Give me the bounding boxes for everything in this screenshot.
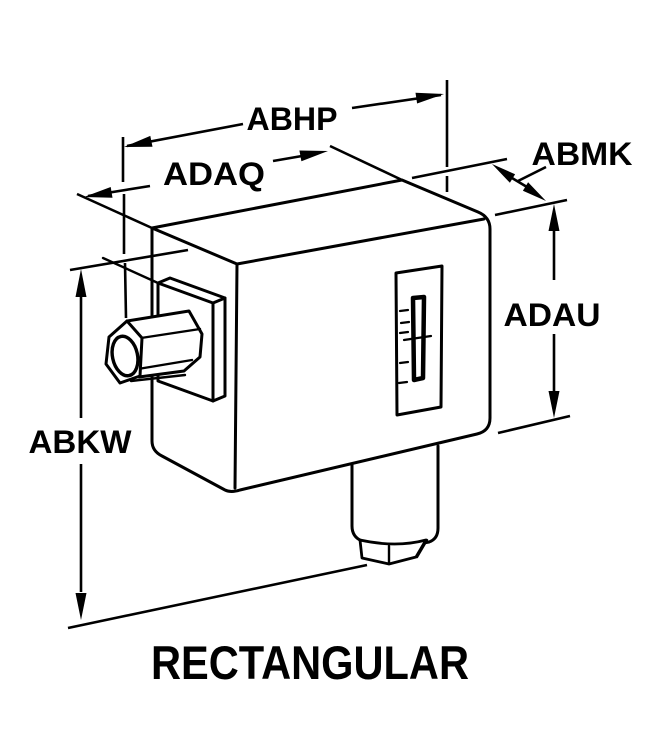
abkw-bottom-extension-line (67, 563, 368, 630)
hex-fitting (104, 309, 204, 385)
adjustment-window (394, 264, 444, 417)
adaq-left-extension-line (76, 192, 153, 230)
abmk-arrow-shaft (511, 176, 528, 189)
dimension-label-adaq: ADAQ (163, 156, 265, 192)
dimension-abhp: ABHP (121, 80, 449, 319)
window-pointer-line (402, 334, 433, 342)
dimension-label-abmk: ABMK (532, 136, 633, 172)
adaq-right-extension-line (329, 144, 403, 182)
dimension-adaq: ADAQ (76, 144, 403, 230)
abmk-lower-extension-line (494, 198, 568, 217)
box-top-left-edge (150, 226, 239, 266)
dimension-label-adau: ADAU (504, 297, 601, 333)
hex-fitting-bottom-strip-edge (129, 373, 187, 383)
plate-thickness-edge (211, 296, 227, 305)
abmk-leader-line (517, 165, 547, 183)
dimension-label-abhp: ABHP (247, 101, 338, 137)
dimension-label-abkw: ABKW (29, 424, 133, 460)
abkw-top-extension-line (69, 248, 189, 272)
box-top-front-edge (235, 217, 486, 266)
dimension-abkw: ABKW (29, 248, 368, 630)
dimension-abmk: ABMK (411, 136, 633, 217)
adaq-right-arrowhead-icon (299, 150, 328, 162)
abhp-right-arrowhead-icon (415, 92, 444, 104)
hex-fitting-bore-hole (110, 334, 140, 378)
pressure-port (350, 444, 440, 566)
adau-top-arrowhead-icon (548, 204, 560, 231)
port-hex-nut (358, 538, 428, 566)
pressure-switch-body (101, 178, 492, 566)
dimension-adau: ADAU (497, 204, 601, 435)
hex-fitting-lower-facet-edge (136, 358, 194, 371)
adau-bottom-extension-line (497, 414, 571, 435)
adaq-left-arrowhead-icon (84, 187, 113, 198)
abkw-top-arrowhead-icon (75, 269, 87, 297)
abmk-upper-extension-line (411, 157, 508, 180)
port-left-edge (350, 463, 364, 543)
adau-bottom-arrowhead-icon (548, 391, 560, 418)
port-hex-nut-bevel-line (415, 538, 429, 559)
adaq-dimension-line-right (272, 154, 303, 163)
abmk-lower-arrowhead-icon (522, 182, 546, 201)
window-scale-ticks (397, 308, 411, 385)
abhp-left-extension-line (121, 137, 128, 319)
plate-front-top-edge (156, 281, 215, 305)
abkw-bottom-arrowhead-icon (75, 593, 87, 620)
box-front-left-edge (233, 262, 239, 490)
abhp-left-arrowhead-icon (124, 135, 153, 147)
port-right-edge (427, 444, 440, 544)
hex-fitting-upper-facet-edge (139, 327, 202, 340)
abmk-upper-arrowhead-icon (492, 164, 516, 183)
figure-title: RECTANGULAR (151, 636, 469, 689)
